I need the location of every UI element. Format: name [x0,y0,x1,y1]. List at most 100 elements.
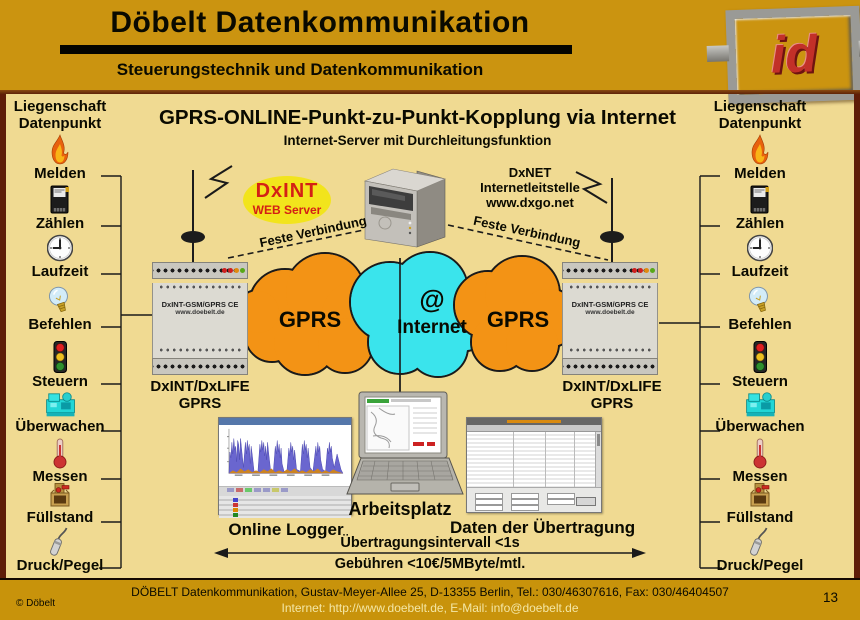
datawin-table-body [467,432,601,487]
device-caption-left: DxINT/DxLIFE GPRS [150,378,250,412]
footer-contact: Internet: http://www.doebelt.de, E-Mail:… [281,601,579,615]
gprs-module-right: DxINT-GSM/GPRS CE www.doebelt.de [562,262,658,375]
traffic-light-icon [53,341,67,373]
clock-icon [47,234,73,262]
online-logger-caption: Online Logger [228,520,344,539]
sidebar-item-laufzeit: Laufzeit [705,232,815,280]
logger-legend [219,496,351,518]
datawin-button [576,497,596,506]
page-title: Döbelt Datenkommunikation [110,6,530,39]
logger-toolbar [219,486,351,496]
footer-address: DÖBELT Datenkommunikation, Gustav-Meyer-… [131,585,729,599]
interval-arrow [214,548,646,558]
module-terminal-strip-bottom [562,358,658,375]
thermometer-icon [753,438,767,469]
interval-label: Übertragungsintervall <1s [340,535,520,551]
left-sidebar-heading: Liegenschaft Datenpunkt [13,98,107,132]
left-edge-strip [0,94,6,578]
antenna-base-left [181,231,205,243]
datawin-titlebar [467,418,601,425]
page-number: 13 [822,590,838,605]
sidebar-item-befehlen: Befehlen [705,285,815,333]
sidebar-item-laufzeit: Laufzeit [5,232,115,280]
logger-titlebar [219,418,351,425]
module-terminal-strip-top [562,262,658,279]
at-symbol-text: @ [419,284,444,314]
daten-uebertragung-window [466,417,602,513]
sidebar-item-messen: Messen [5,437,115,485]
sidebar-item-druck-pegel: Druck/Pegel [5,526,115,574]
radio-flash-icons [204,165,608,204]
sidebar-item-messen: Messen [705,437,815,485]
sidebar-item-fuellstand: Füllstand [5,480,115,526]
bulb-icon [747,285,773,315]
gprs-left-text: GPRS [279,307,341,332]
fees-label: Gebühren <10€/5MByte/mtl. [334,556,526,572]
dxint-web-server-badge: DxINT WEB Server [243,176,331,224]
datawin-column-headers [467,425,601,432]
sidebar-item-ueberwachen: Überwachen [705,389,815,435]
antenna-mast-right [611,241,613,263]
sidebar-item-druck-pegel: Druck/Pegel [705,526,815,574]
internet-server-image [363,168,447,248]
sidebar-item-melden: Melden [705,134,815,182]
sidebar-item-befehlen: Befehlen [5,285,115,333]
feste-verbindung-lines [227,224,609,261]
antenna-rod-left [192,170,194,234]
network-clouds: GPRS @ Internet GPRS [235,251,579,395]
well-icon [50,483,70,507]
fire-icon [51,134,69,165]
sidebar-item-zaehlen: Zählen [5,184,115,232]
antenna-rod-right [611,178,613,236]
datawin-form-area [467,487,601,512]
fire-icon [751,134,769,165]
thermometer-icon [53,438,67,469]
meter-icon [750,185,770,214]
module-terminal-dots-bottom [568,346,652,354]
right-edge-strip [854,94,860,578]
traffic-light-icon [753,341,767,373]
clock-icon [747,234,773,262]
sidebar-item-ueberwachen: Überwachen [5,389,115,435]
antenna-base-right [600,231,624,243]
sidebar-item-melden: Melden [5,134,115,182]
module-face: DxINT-GSM/GPRS CE www.doebelt.de [152,283,248,358]
logger-chart [227,428,344,476]
page-subtitle: Steuerungstechnik und Datenkommunikation [116,60,484,79]
sidebar-item-zaehlen: Zählen [705,184,815,232]
module-led-row [222,268,245,273]
module-terminal-dots-top [568,283,652,291]
probe-icon [748,527,768,558]
arbeitsplatz-caption: Arbeitsplatz [348,499,452,519]
pump-icon [46,392,75,417]
footer-band: © Döbelt DÖBELT Datenkommunikation, Gust… [0,578,860,620]
daten-caption: Daten der Übertragung [450,518,636,537]
sidebar-item-steuern: Steuern [5,340,115,390]
right-sidebar-heading: Liegenschaft Datenpunkt [713,98,807,132]
module-terminal-dots-bottom [158,346,242,354]
module-terminal-strip-bottom [152,358,248,375]
diagram-title: GPRS-ONLINE-Punkt-zu-Punkt-Kopplung via … [158,106,677,129]
sidebar-item-fuellstand: Füllstand [705,480,815,526]
bulb-icon [47,285,73,315]
online-logger-window [218,417,352,518]
probe-icon [48,527,68,558]
footer-copyright: © Döbelt [16,598,56,609]
module-face: DxINT-GSM/GPRS CE www.doebelt.de [562,283,658,358]
gprs-right-text: GPRS [487,307,549,332]
dxnet-label: DxNET Internetleitstelle www.dxgo.net [480,165,580,210]
module-terminal-dots-top [158,283,242,291]
internet-text: Internet [397,317,467,338]
arbeitsplatz-laptop-image [346,391,464,495]
pump-icon [746,392,775,417]
sidebar-item-steuern: Steuern [705,340,815,390]
datawin-scrollbar [595,432,601,487]
title-underline [60,45,572,54]
diagram-subtitle: Internet-Server mit Durchleitungsfunktio… [283,133,552,148]
header-divider [0,90,860,94]
module-terminal-strip-top [152,262,248,279]
well-icon [750,483,770,507]
gprs-module-left: DxINT-GSM/GPRS CE www.doebelt.de [152,262,248,375]
